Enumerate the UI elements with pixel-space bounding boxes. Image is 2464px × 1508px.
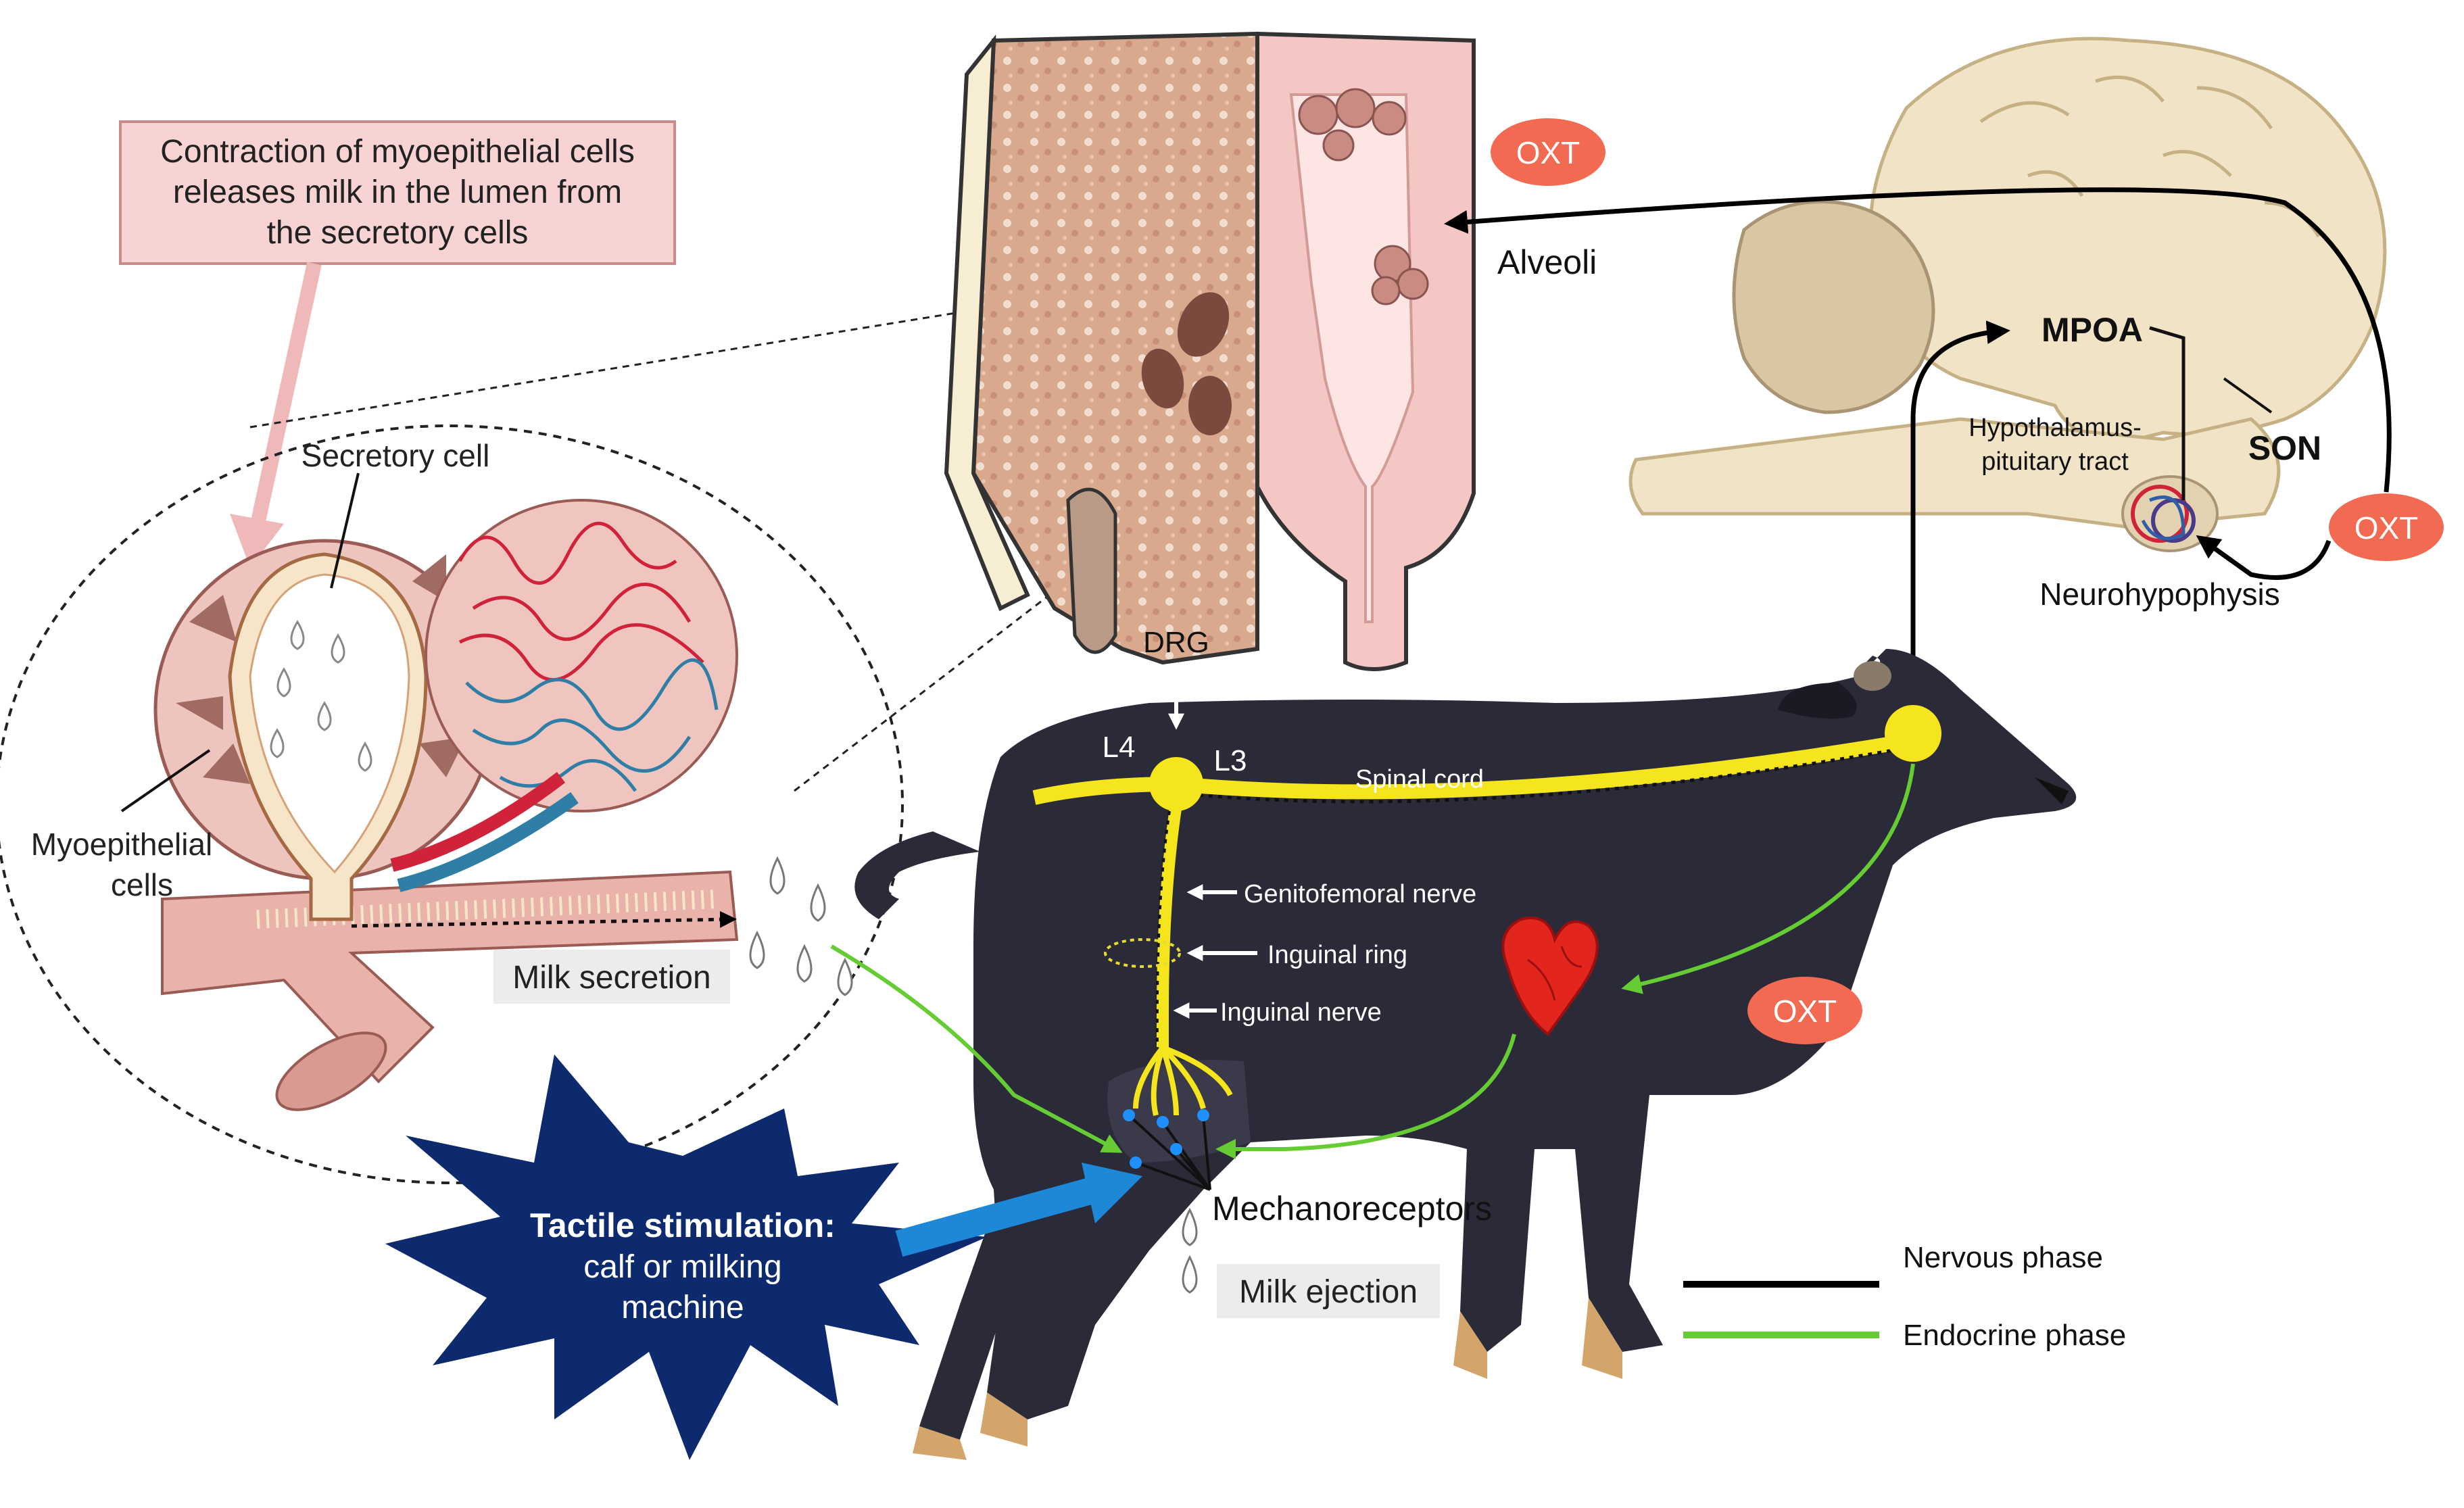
tactile-label-2: calf or milking <box>583 1249 781 1285</box>
inguinal-nerve-label: Inguinal nerve <box>1220 998 1382 1027</box>
hypothalamus-tract-label-1: Hypothalamus- <box>1968 414 2142 442</box>
spinal-to-mpoa-arrow <box>1910 320 2010 744</box>
spinal-cord-label: Spinal cord <box>1355 765 1484 794</box>
milk-secretion-label: Milk secretion <box>512 960 710 996</box>
tactile-label-3: machine <box>621 1290 744 1325</box>
endocrine-arrow-secretion <box>830 944 1123 1153</box>
endocrine-arrow-heart <box>1621 763 1915 994</box>
mechanoreceptors <box>1123 1109 1211 1191</box>
neurohypophysis-arrow <box>2196 535 2332 580</box>
drg-label: DRG <box>1143 626 1209 659</box>
l4-label: L4 <box>1103 731 1136 764</box>
inguinal-ring-label: Inguinal ring <box>1267 941 1407 969</box>
milk-drop <box>1182 1255 1198 1294</box>
son-label: SON <box>2248 429 2321 467</box>
myoepithelial-label-1: Myoepithelial <box>31 827 212 862</box>
mpoa-label: MPOA <box>2042 311 2143 349</box>
callout-box: Contraction of myoepithelial cells relea… <box>119 120 676 568</box>
endocrine-arrow-udder <box>1215 1033 1516 1159</box>
legend-label-endocrine: Endocrine phase <box>1903 1319 2126 1352</box>
milk-secretion-box <box>493 950 730 1004</box>
milk-drop <box>1182 1207 1198 1246</box>
udder-cross-section <box>944 31 1476 671</box>
svg-text:OXT: OXT <box>1773 994 1837 1029</box>
neurohypophysis-label: Neurohypophysis <box>2039 577 2279 612</box>
svg-text:OXT: OXT <box>2354 510 2419 545</box>
l3-label: L3 <box>1214 744 1247 777</box>
legend-label-nervous: Nervous phase <box>1903 1241 2103 1274</box>
oxt-badge-body: OXT <box>1747 977 1862 1044</box>
mechanoreceptors-label: Mechanoreceptors <box>1212 1190 1492 1227</box>
callout-line-2: releases milk in the lumen from <box>173 174 622 210</box>
hypothalamus-tract-label-2: pituitary tract <box>1981 447 2129 476</box>
milk-ejection-label: Milk ejection <box>1239 1274 1418 1310</box>
tactile-stimulation-burst: Tactile stimulation: calf or milking mac… <box>385 1054 1142 1460</box>
oxt-badge-brain: OXT <box>2329 493 2444 561</box>
secretory-cell-label: Secretory cell <box>301 438 490 473</box>
oxt-badge-udder: OXT <box>1491 118 1605 186</box>
oxt-release-arrow <box>1444 187 2392 493</box>
tactile-label-1: Tactile stimulation: <box>530 1207 836 1244</box>
spinal-cord <box>1032 705 1941 1116</box>
milk-ejection-box <box>1217 1264 1440 1318</box>
myoepithelial-label-2: cells <box>111 867 173 902</box>
alveolus-illustration: Secretory cell Myoepithelial cells <box>31 438 739 1111</box>
cow-silhouette <box>854 649 2077 1460</box>
brain-illustration <box>1628 37 2387 552</box>
milk-secretion-drops <box>749 856 853 996</box>
svg-text:OXT: OXT <box>1516 135 1580 170</box>
genitofemoral-label: Genitofemoral nerve <box>1244 880 1476 908</box>
alveoli-label: Alveoli <box>1497 243 1597 281</box>
callout-line-1: Contraction of myoepithelial cells <box>160 134 635 170</box>
heart-icon <box>1501 917 1599 1036</box>
legend: Nervous phase Endocrine phase <box>1683 1241 2126 1352</box>
callout-line-3: the secretory cells <box>267 215 529 251</box>
